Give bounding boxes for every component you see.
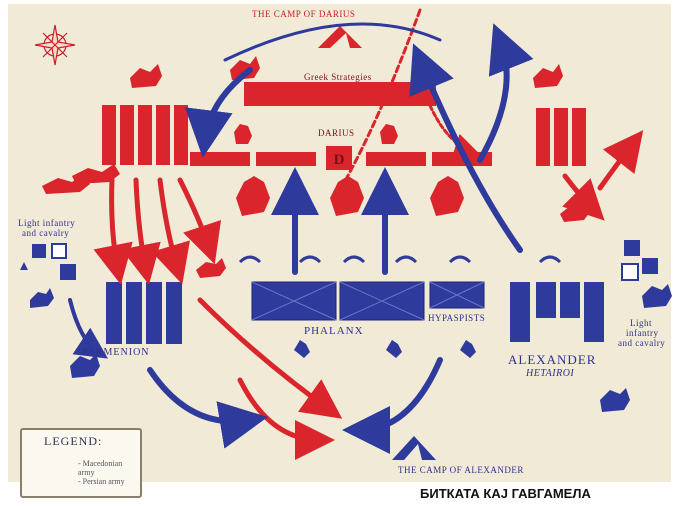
label-camp-alexander: THE CAMP OF ALEXANDER <box>398 465 524 475</box>
compass-rose-icon <box>34 24 76 66</box>
label-alexander: ALEXANDER <box>508 352 597 367</box>
label-greek-strategies: Greek Strategies <box>304 72 372 82</box>
label-camp-darius: THE CAMP OF DARIUS <box>252 9 356 19</box>
map-caption: БИТКАТА КАЈ ГАВГАМЕЛА <box>420 486 591 501</box>
darius-marker-letter: D <box>334 152 345 168</box>
macedonian-right-blocks <box>510 240 658 342</box>
label-parmenion: PARMENION <box>82 347 150 358</box>
macedonian-left-blocks <box>32 243 182 344</box>
label-hypaspists: HYPASPISTS <box>428 313 486 323</box>
phalanx-blocks <box>251 281 485 321</box>
camp-alexander-tent-icon <box>392 436 436 460</box>
legend: LEGEND: - Macedonian army - Persian army <box>20 428 142 498</box>
macedonian-figures <box>20 255 672 412</box>
legend-macedonian: - Macedonian army <box>78 459 123 477</box>
camp-darius-tent-icon <box>318 26 362 48</box>
label-light-right: Light <box>630 318 652 328</box>
legend-persian: - Persian army <box>78 477 125 486</box>
macedonian-arrows <box>68 22 534 454</box>
label-hetairoi: HETAIROI <box>526 368 575 379</box>
label-phalanx: PHALANX <box>304 325 364 337</box>
persian-arrows <box>93 8 644 460</box>
label-light-infantry-left: Light infantry <box>18 218 76 228</box>
persian-cavalry <box>42 56 590 278</box>
legend-title: LEGEND: <box>44 434 103 448</box>
label-infantry-right: infantry <box>626 328 659 338</box>
persian-left-wing <box>102 105 188 165</box>
label-and-cavalry-right: and cavalry <box>618 338 666 348</box>
persian-right-wing <box>536 108 586 166</box>
darius-marker <box>326 146 352 170</box>
greek-strategies-block <box>244 82 436 106</box>
label-darius: DARIUS <box>318 128 355 138</box>
label-and-cavalry-left: and cavalry <box>22 228 70 238</box>
